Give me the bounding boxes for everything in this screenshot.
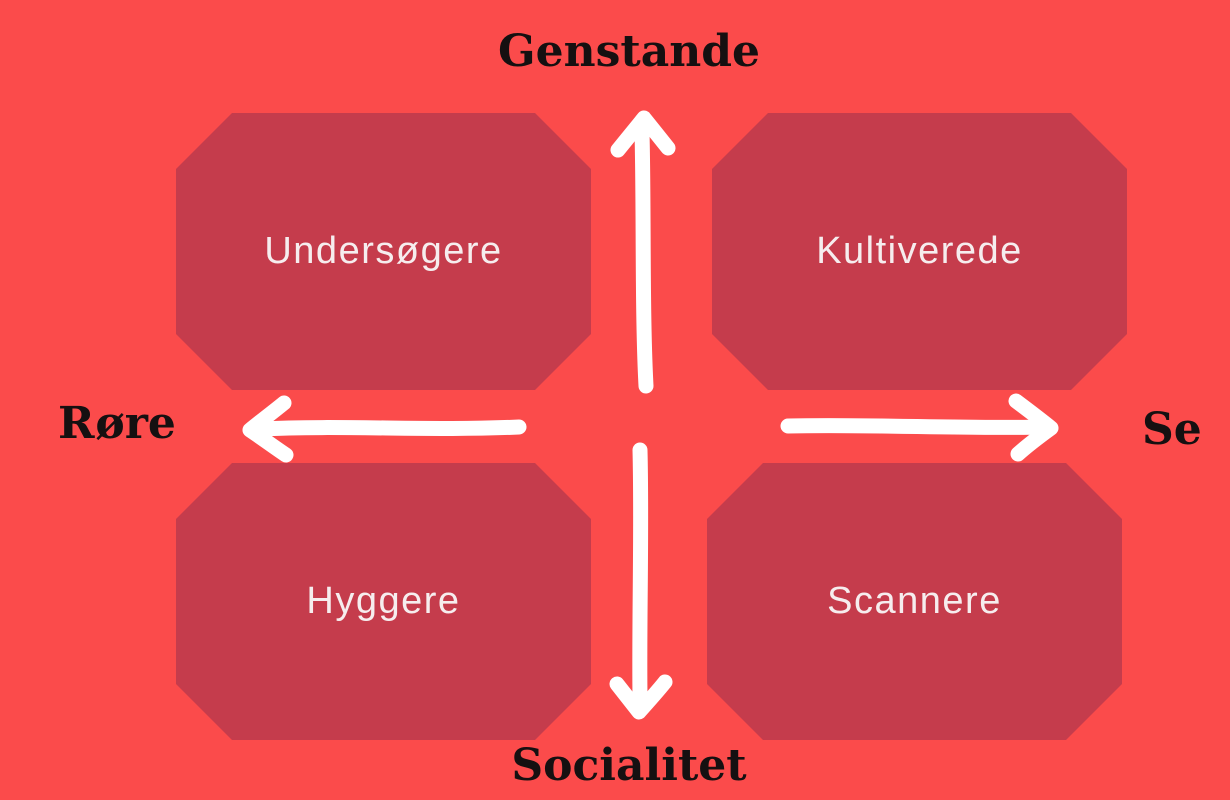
axis-label-left: Røre bbox=[58, 398, 176, 449]
quadrant-bottom-right: Scannere bbox=[707, 463, 1122, 740]
quadrant-label-hyggere: Hyggere bbox=[306, 580, 461, 622]
quadrant-label-scannere: Scannere bbox=[827, 580, 1002, 622]
arrow-down-icon bbox=[609, 442, 673, 720]
arrow-right-icon bbox=[780, 393, 1059, 462]
axis-label-bottom: Socialitet bbox=[511, 740, 747, 791]
quadrant-label-undersogere: Undersøgere bbox=[264, 230, 503, 272]
axis-label-top: Genstande bbox=[498, 26, 760, 77]
quadrant-bottom-left: Hyggere bbox=[176, 463, 591, 740]
axis-label-right: Se bbox=[1142, 404, 1202, 455]
arrow-left-icon bbox=[242, 395, 527, 463]
quadrant-top-right: Kultiverede bbox=[712, 113, 1127, 390]
arrow-up-icon bbox=[610, 110, 676, 394]
quadrant-top-left: Undersøgere bbox=[176, 113, 591, 390]
quadrant-label-kultiverede: Kultiverede bbox=[816, 230, 1023, 272]
